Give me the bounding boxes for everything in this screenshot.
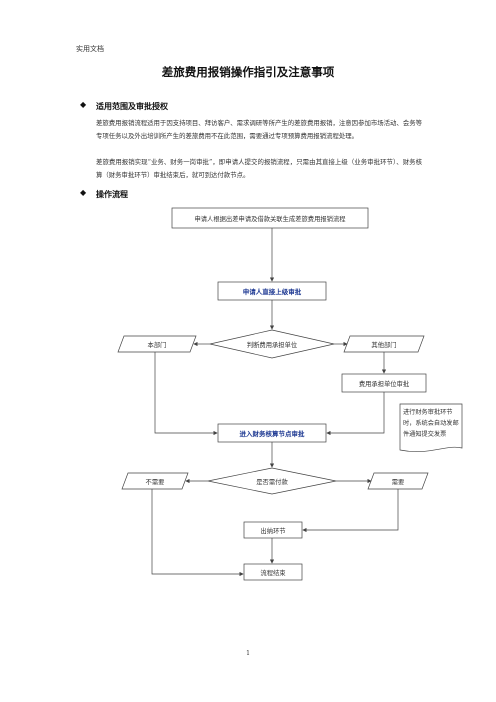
flow-note-line: 件通知提交发票 bbox=[403, 431, 447, 438]
flow-note-line: 时，系统会自动发邮 bbox=[403, 420, 459, 427]
flow-end-label: 流程结束 bbox=[260, 569, 286, 577]
section-heading-scope: 适用范围及审批授权 bbox=[96, 101, 168, 111]
flow-own-dept-label: 本部门 bbox=[147, 341, 167, 349]
flow-cashier-box bbox=[243, 521, 303, 539]
flow-need-pay-diamond bbox=[207, 467, 337, 495]
diamond-bullet-icon: ◆ bbox=[80, 188, 87, 197]
flow-cashier-label: 出纳环节 bbox=[260, 527, 286, 535]
flow-judge-diamond bbox=[209, 329, 335, 359]
flow-note-line: 进行财务审批环节 bbox=[403, 409, 453, 416]
flow-start-box bbox=[171, 207, 369, 229]
flow-needed-shape bbox=[367, 472, 429, 490]
page-number: 1 bbox=[246, 650, 250, 657]
diamond-bullet-icon: ◆ bbox=[80, 100, 87, 109]
flow-supervisor-label: 申请人直接上级审批 bbox=[242, 288, 302, 296]
page-title: 差旅费用报销操作指引及注意事项 bbox=[161, 65, 335, 79]
flow-finance-label: 进入财务核算节点审批 bbox=[239, 430, 305, 438]
flow-note-shape bbox=[399, 403, 463, 453]
flow-judge-label: 判断费用承担单位 bbox=[246, 341, 298, 349]
document-header: 实用文档 bbox=[76, 45, 104, 53]
flow-needed-label: 需要 bbox=[391, 478, 405, 486]
flow-own-dept-shape bbox=[117, 335, 197, 353]
flow-need-pay-label: 是否需付款 bbox=[256, 478, 288, 486]
flow-other-dept-label: 其他部门 bbox=[371, 341, 397, 349]
paragraph-scope: 差旅费用报销流程适用于因支持项目、拜访客户、需求调研等所产生的差旅费用报销，注意… bbox=[96, 119, 422, 140]
flow-end-box bbox=[243, 563, 303, 581]
flow-bearer-label: 费用承担单位审批 bbox=[358, 380, 410, 388]
flow-note-text: 进行财务审批环节 时，系统会自动发邮 件通知提交发票 bbox=[403, 407, 461, 440]
flow-other-dept-shape bbox=[343, 335, 425, 353]
section-heading-flow: 操作流程 bbox=[96, 189, 128, 199]
flow-not-needed-shape bbox=[121, 472, 189, 490]
flow-start-label: 申请人根据出差申请及借款关联生成差旅费用报销流程 bbox=[194, 215, 346, 223]
flow-not-needed-label: 不需要 bbox=[145, 478, 165, 486]
paragraph-approval: 差旅费用报销实现“业务、财务一岗审批”，即申请人提交的报销流程，只需由其直接上级… bbox=[96, 158, 422, 179]
